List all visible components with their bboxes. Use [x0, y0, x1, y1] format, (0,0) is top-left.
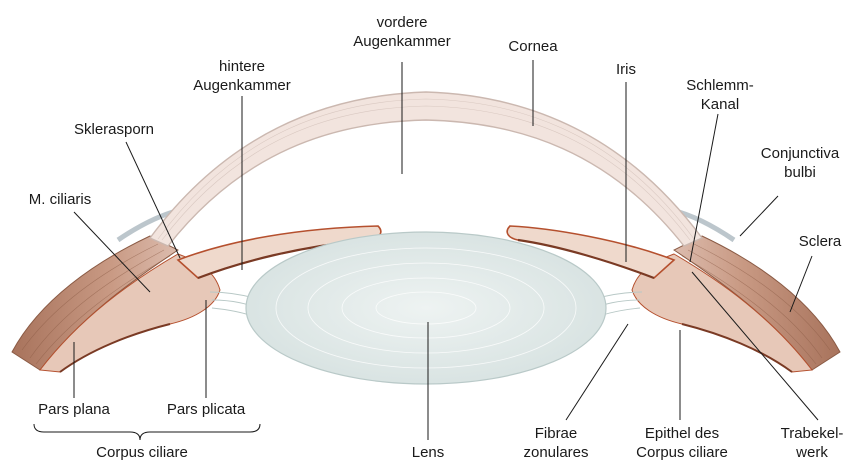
- label-m-ciliaris: M. ciliaris: [29, 190, 92, 209]
- label-pars-plicata: Pars plicata: [167, 400, 245, 419]
- label-trabekelwerk: Trabekel- werk: [781, 424, 844, 462]
- label-pars-plana: Pars plana: [38, 400, 110, 419]
- lens: [246, 232, 606, 384]
- label-conjunctiva-bulbi: Conjunctiva bulbi: [761, 144, 839, 182]
- label-fibrae-zonulares: Fibrae zonulares: [523, 424, 588, 462]
- corpus-ciliare-brace: [34, 424, 260, 440]
- label-corpus-ciliare: Corpus ciliare: [96, 443, 188, 462]
- cornea: [150, 92, 702, 246]
- label-lens: Lens: [412, 443, 445, 462]
- label-hintere-augenkammer: hintere Augenkammer: [193, 57, 291, 95]
- label-epithel-corpus-ciliare: Epithel des Corpus ciliare: [636, 424, 728, 462]
- label-schlemm-kanal: Schlemm- Kanal: [686, 76, 754, 114]
- label-iris: Iris: [616, 60, 636, 79]
- leader-conjunctiva-bulbi: [740, 196, 778, 236]
- label-sklerasporn: Sklerasporn: [74, 120, 154, 139]
- label-vordere-augenkammer: vordere Augenkammer: [353, 13, 451, 51]
- label-cornea: Cornea: [508, 37, 557, 56]
- label-sclera: Sclera: [799, 232, 842, 251]
